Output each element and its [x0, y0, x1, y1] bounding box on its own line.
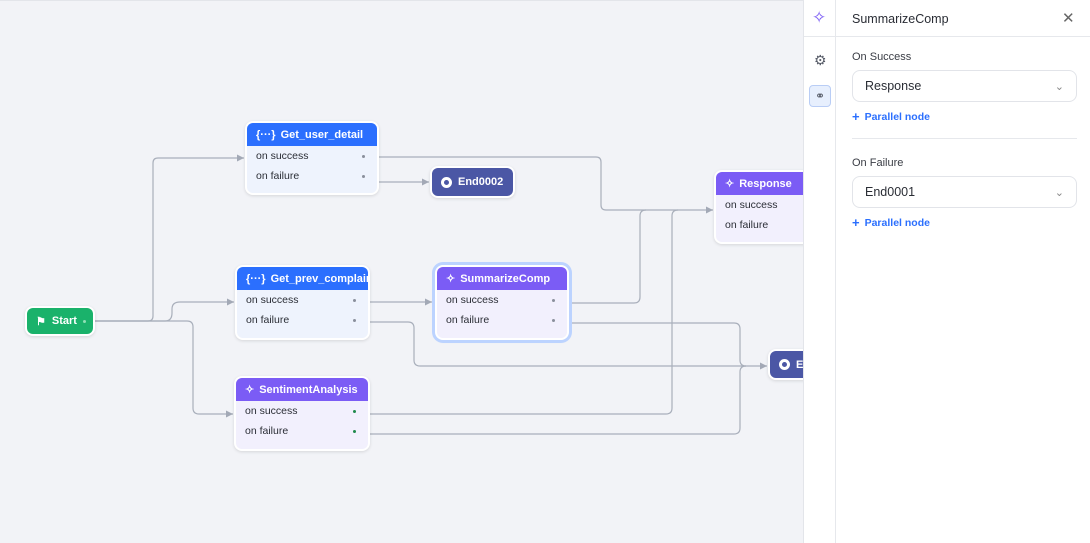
chevron-down-icon: ⌄ — [1054, 186, 1064, 199]
on-failure-row[interactable]: on failure — [237, 310, 368, 330]
gear-icon[interactable]: ⚙ — [814, 52, 827, 68]
node-response[interactable]: ✧Response on success on failure — [714, 170, 803, 244]
node-get-prev-complaints[interactable]: {···}Get_prev_complaints on success on f… — [235, 265, 370, 340]
edges — [94, 154, 767, 435]
on-failure-row[interactable]: on failure — [236, 421, 368, 441]
on-success-label: On Success — [852, 51, 912, 63]
handle[interactable] — [353, 409, 356, 413]
start-handle[interactable] — [82, 319, 86, 323]
sparkle-icon: ✧ — [812, 8, 827, 27]
edge-start-sentiment — [94, 320, 233, 418]
edge-summarize-success-response — [570, 209, 647, 304]
edge-gud-success-response — [378, 156, 713, 214]
on-success-select[interactable]: Response⌄ — [852, 70, 1077, 102]
node-get-user-detail[interactable]: {···}Get_user_detail on success on failu… — [245, 121, 379, 195]
on-success-row[interactable]: on success — [247, 146, 377, 166]
edge-sentiment-failure-end — [369, 365, 747, 435]
edge-start-get-prev-complaints — [94, 298, 234, 322]
close-icon[interactable]: ✕ — [1062, 10, 1075, 27]
on-success-row[interactable]: on success — [237, 290, 368, 310]
handle[interactable] — [552, 318, 555, 322]
handle[interactable] — [362, 154, 365, 158]
chevron-down-icon: ⌄ — [1054, 80, 1064, 93]
on-success-row[interactable]: on success — [725, 199, 778, 211]
edge-gpc-failure-end — [369, 321, 767, 370]
on-failure-row[interactable]: on failure — [437, 310, 567, 330]
on-success-row[interactable]: on success — [236, 401, 368, 421]
node-settings-panel: SummarizeComp ✕ On Success Response⌄ +Pa… — [836, 0, 1090, 543]
flow-canvas[interactable]: ⚑ Start {···}Get_user_detail on success … — [0, 0, 803, 543]
edge-start-get-user-detail — [94, 154, 244, 322]
on-failure-row[interactable]: on failure — [247, 166, 377, 186]
handle[interactable] — [552, 298, 555, 302]
sparkle-icon: ✧ — [245, 384, 255, 396]
on-failure-row[interactable]: on failure — [725, 219, 769, 231]
panel-title: SummarizeComp — [852, 12, 949, 26]
end-node[interactable]: E — [768, 349, 803, 380]
start-node[interactable]: ⚑ Start — [25, 306, 95, 336]
panel-icon-strip: ✧ ⚙ ⚭ — [803, 0, 836, 543]
flag-icon: ⚑ — [36, 315, 46, 328]
edge-sentiment-success-response — [369, 209, 679, 415]
sparkle-icon: ✧ — [725, 178, 735, 190]
handle[interactable] — [353, 429, 356, 433]
divider — [852, 138, 1077, 139]
add-parallel-node-success[interactable]: +Parallel node — [852, 109, 930, 124]
link-icon[interactable]: ⚭ — [809, 85, 831, 107]
handle[interactable] — [353, 298, 356, 302]
code-braces-icon: {···} — [246, 272, 266, 285]
end0002-node[interactable]: End0002 — [430, 166, 515, 198]
sparkle-icon: ✧ — [446, 273, 456, 285]
node-sentiment-analysis[interactable]: ✧SentimentAnalysis on success on failure — [234, 376, 370, 451]
handle[interactable] — [353, 318, 356, 322]
plus-icon: + — [852, 109, 860, 124]
plus-icon: + — [852, 215, 860, 230]
stop-icon — [779, 359, 790, 370]
stop-icon — [441, 176, 452, 188]
code-braces-icon: {···} — [256, 128, 276, 141]
handle[interactable] — [362, 174, 365, 178]
edge-summarize-failure-end — [570, 322, 747, 367]
on-failure-select[interactable]: End0001⌄ — [852, 176, 1077, 208]
node-summarize-comp[interactable]: ✧SummarizeComp on success on failure — [435, 265, 569, 340]
on-failure-label: On Failure — [852, 157, 904, 169]
add-parallel-node-failure[interactable]: +Parallel node — [852, 215, 930, 230]
on-success-row[interactable]: on success — [437, 290, 567, 310]
